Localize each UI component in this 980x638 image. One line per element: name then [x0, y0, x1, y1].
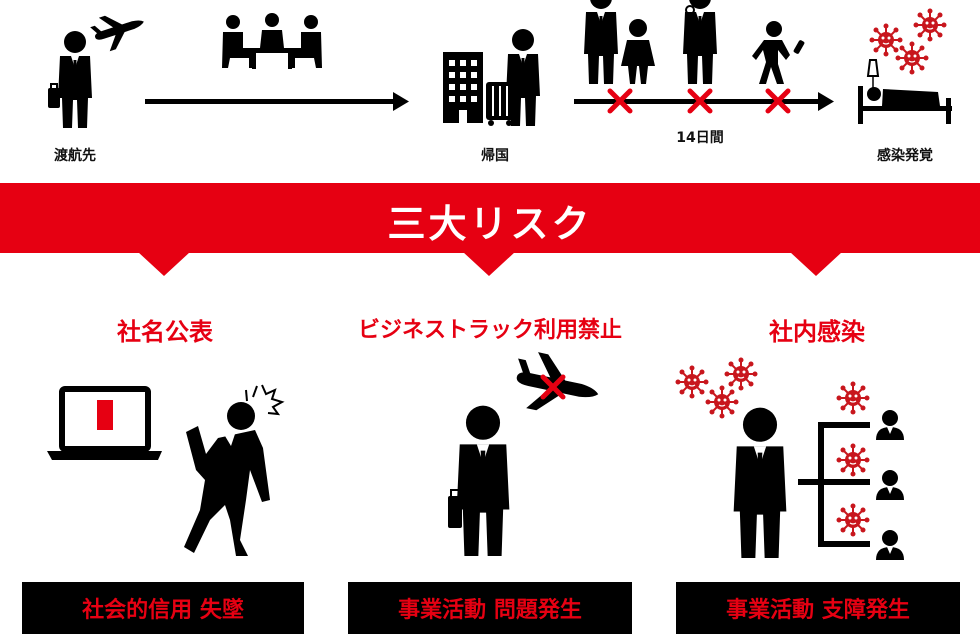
infection-label: 感染発覚	[877, 148, 933, 164]
banner-pointer-1	[138, 252, 190, 276]
risk-result-2: 事業活動 問題発生	[348, 582, 632, 634]
briefcase-icon	[448, 489, 462, 528]
risk-title-1: 社名公表	[117, 318, 213, 346]
employee-avatar-2	[876, 470, 904, 500]
departure-label: 渡航先	[54, 148, 96, 164]
timeline-arrow-1	[145, 92, 409, 111]
period-label: 14日間	[676, 130, 724, 146]
building-icon	[443, 52, 483, 123]
drunk-person-icon	[752, 21, 805, 84]
returning-traveler-icon	[486, 29, 540, 126]
virus-icon-2	[912, 7, 948, 43]
banner-pointer-2	[463, 252, 515, 276]
airplane-takeoff-icon	[88, 4, 150, 55]
risk-result-3: 事業活動 支障発生	[676, 582, 960, 634]
shocked-person-icon	[184, 384, 285, 556]
virus-icon-7	[835, 380, 871, 416]
infected-employee-icon	[733, 407, 787, 558]
couple-icon	[584, 0, 655, 84]
virus-icon-1	[868, 22, 904, 58]
employee-avatar-1	[876, 410, 904, 440]
virus-icon-4	[674, 364, 710, 400]
banner-title: 三大リスク	[387, 202, 593, 246]
virus-icon-6	[704, 384, 740, 420]
virus-icon-5	[723, 356, 759, 392]
risk-title-3: 社内感染	[769, 318, 865, 346]
risk-result-1: 社会的信用 失墜	[22, 582, 304, 634]
virus-icon-8	[835, 442, 871, 478]
employee-avatar-3	[876, 530, 904, 560]
meeting-icon	[222, 13, 322, 69]
risk-banner	[0, 183, 980, 253]
virus-icon-9	[835, 502, 871, 538]
spread-bracket	[798, 422, 870, 547]
return-label: 帰国	[481, 148, 509, 164]
traveler-icon	[48, 31, 92, 128]
laptop-alert-icon	[47, 386, 162, 460]
banner-pointer-3	[790, 252, 842, 276]
risk-title-2: ビジネストラック利用禁止	[357, 318, 622, 343]
virus-icon-3	[894, 40, 930, 76]
business-person-icon	[456, 405, 510, 556]
commuter-icon	[683, 0, 717, 84]
hospital-bed-icon	[858, 59, 952, 124]
